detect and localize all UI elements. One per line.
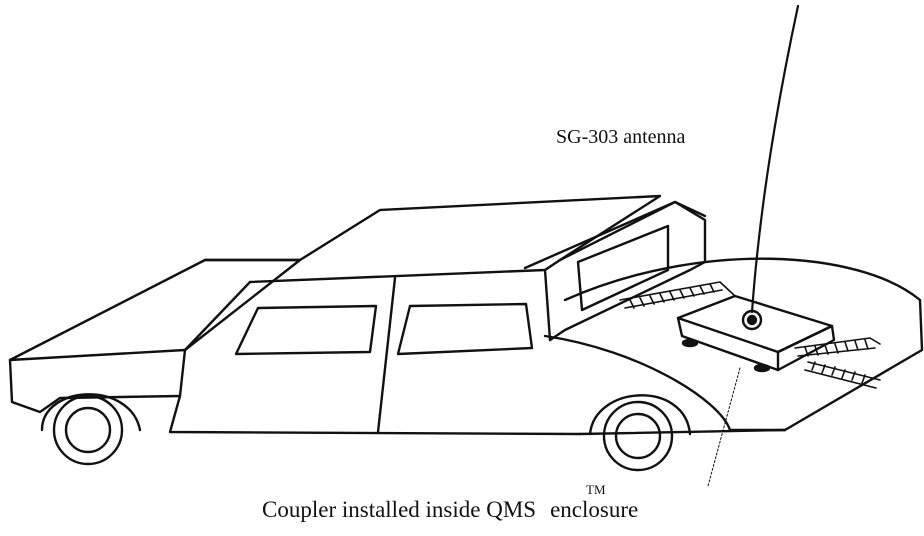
front-grille [10,360,180,412]
front-window [236,306,376,354]
bed-outline [565,259,922,430]
qms-enclosure [678,296,834,371]
antenna-whip [752,6,798,312]
coupler-leader-line [708,368,740,486]
antenna-label: SG-303 antenna [556,126,685,149]
bed-bottom [580,430,785,434]
front-wheel [42,394,140,464]
door-divider [378,278,395,432]
windshield [205,196,660,260]
cab-side [170,396,580,434]
fender-line [180,350,185,396]
rear-window [398,304,532,354]
coupler-label: Coupler installed inside QMS enclosure [262,497,638,523]
truck-body [10,196,922,434]
coupler-label-suffix: enclosure [550,497,638,522]
cab-rear-pillar [545,270,550,340]
trademark-mark: TM [586,482,606,498]
coupler-label-prefix: Coupler installed inside QMS [262,497,536,522]
